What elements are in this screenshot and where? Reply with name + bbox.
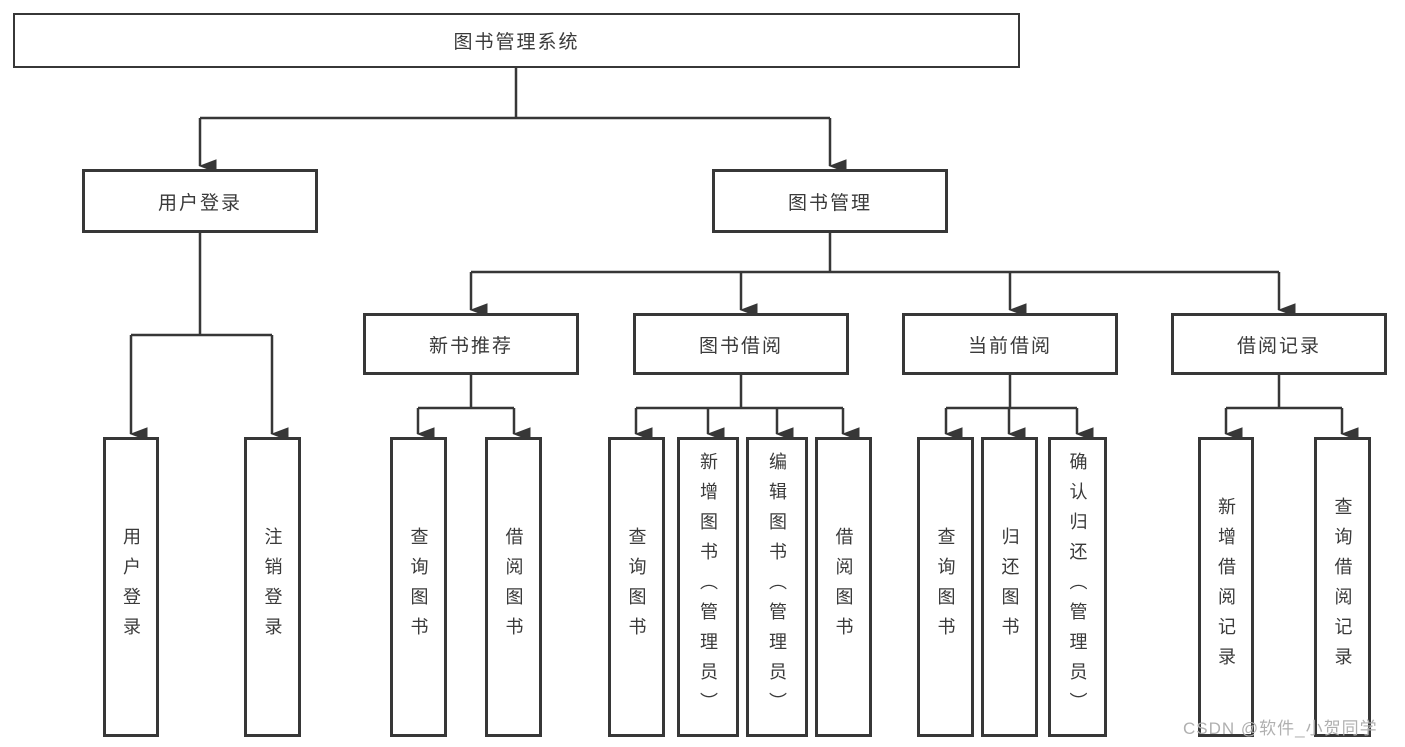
node-new-book-recommend: 新书推荐 — [363, 313, 579, 375]
node-book-management: 图书管理 — [712, 169, 948, 233]
node-leaf-query-books-2: 查询图书 — [608, 437, 665, 737]
node-leaf-return-book: 归还图书 — [981, 437, 1038, 737]
node-library-management-system: 图书管理系统 — [13, 13, 1020, 68]
node-leaf-query-books-3: 查询图书 — [917, 437, 974, 737]
node-leaf-add-book-admin: 新增图书（管理员） — [677, 437, 739, 737]
node-leaf-edit-book-admin: 编辑图书（管理员） — [746, 437, 808, 737]
watermark: CSDN @软件_小贺同学 — [1183, 719, 1378, 738]
edge-new-book-rail — [418, 375, 514, 410]
node-leaf-query-borrow-record: 查询借阅记录 — [1314, 437, 1371, 737]
node-leaf-user-login: 用户登录 — [103, 437, 159, 737]
edge-book-borrow-rail — [636, 375, 843, 410]
node-leaf-add-borrow-record: 新增借阅记录 — [1198, 437, 1254, 737]
edge-book-management-rail — [471, 233, 1279, 274]
node-book-borrow: 图书借阅 — [633, 313, 849, 375]
node-leaf-confirm-return-admin: 确认归还（管理员） — [1048, 437, 1107, 737]
node-leaf-query-books-1: 查询图书 — [390, 437, 447, 737]
edge-borrow-records-rail — [1226, 375, 1342, 410]
node-current-borrow: 当前借阅 — [902, 313, 1118, 375]
edge-current-borrow-rail — [946, 375, 1077, 410]
edge-user-login-rail — [131, 233, 272, 337]
node-leaf-logout: 注销登录 — [244, 437, 301, 737]
node-leaf-borrow-books-2: 借阅图书 — [815, 437, 872, 737]
node-borrow-records: 借阅记录 — [1171, 313, 1387, 375]
node-leaf-borrow-books-1: 借阅图书 — [485, 437, 542, 737]
node-user-login: 用户登录 — [82, 169, 318, 233]
